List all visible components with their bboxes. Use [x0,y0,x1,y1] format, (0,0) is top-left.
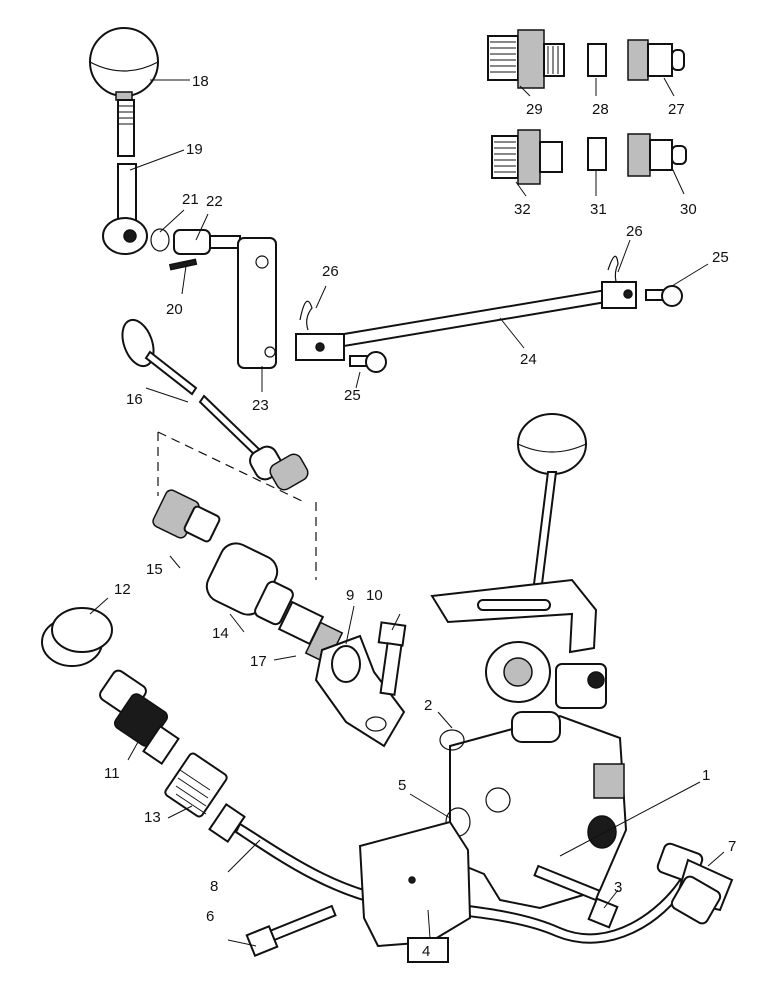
fitting-11 [99,669,180,765]
coupling-30 [627,133,687,177]
gate-bracket [430,578,598,654]
threaded-stud [117,99,135,157]
callout-4: 4 [422,943,430,960]
stem-19 [102,163,148,255]
adapter-15 [152,489,221,543]
assembly-dashed-line [157,431,317,580]
callout-8: 8 [210,878,218,895]
callout-15: 15 [146,561,163,578]
callout-32: 32 [514,201,531,218]
callout-labels: 1 2 3 4 5 6 7 8 9 10 11 12 13 14 15 16 1… [104,73,736,960]
washer-28 [587,43,607,77]
fitting-32 [491,129,563,185]
callout-7: 7 [728,838,736,855]
callout-5: 5 [398,777,406,794]
callout-13: 13 [144,809,161,826]
rod-24 [343,288,607,348]
callout-9: 9 [346,587,354,604]
callout-21: 21 [182,191,199,208]
callout-17: 17 [250,653,267,670]
pin-25-left [349,351,387,373]
callout-25-right: 25 [712,249,729,266]
clip-26-right [607,255,619,283]
callout-6: 6 [206,908,214,925]
pull-ring-16 [121,318,309,491]
clip-26-left [299,300,313,331]
elbow-7 [656,842,734,925]
o-ring-2 [439,729,465,751]
knob-18 [89,27,159,101]
control-lever-knob [517,413,587,601]
callout-25-left: 25 [344,387,361,404]
callout-30: 30 [680,201,697,218]
callout-22: 22 [206,193,223,210]
bush-22 [173,229,241,255]
fitting-29 [487,29,565,89]
coupling-27 [627,39,685,81]
fitting-13 [164,752,246,843]
callout-16: 16 [126,391,143,408]
callout-26-left: 26 [322,263,339,280]
nut-17 [277,600,344,665]
callout-27: 27 [668,101,685,118]
coupler-body-14 [205,542,294,626]
callout-31: 31 [590,201,607,218]
lever-pivot [485,641,607,709]
callout-12: 12 [114,581,131,598]
roll-pin-20 [168,258,198,271]
callout-10: 10 [366,587,383,604]
callout-23: 23 [252,397,269,414]
callout-24: 24 [520,351,537,368]
pin-25-right [645,285,683,307]
valve-body-1 [449,711,628,910]
end-cover-4 [358,820,472,963]
callout-3: 3 [614,879,622,896]
callout-1: 1 [702,767,710,784]
sleeve-12 [41,607,113,667]
callout-26-right: 26 [626,223,643,240]
bolt-10 [377,621,407,696]
callout-18: 18 [192,73,209,90]
bolt-6 [245,904,337,957]
callout-20: 20 [166,301,183,318]
callout-11: 11 [104,765,120,782]
callout-19: 19 [186,141,203,158]
bolt-3 [533,864,619,929]
washer-31 [587,137,607,171]
clevis-left [295,333,345,361]
leader-lines [89,77,725,947]
callout-2: 2 [424,697,432,714]
callout-14: 14 [212,625,229,642]
callout-28: 28 [592,101,609,118]
lever-plate-23 [237,237,277,369]
clevis-right [601,281,637,309]
o-ring-21 [150,228,170,252]
callout-29: 29 [526,101,543,118]
bracket-9 [314,634,406,748]
